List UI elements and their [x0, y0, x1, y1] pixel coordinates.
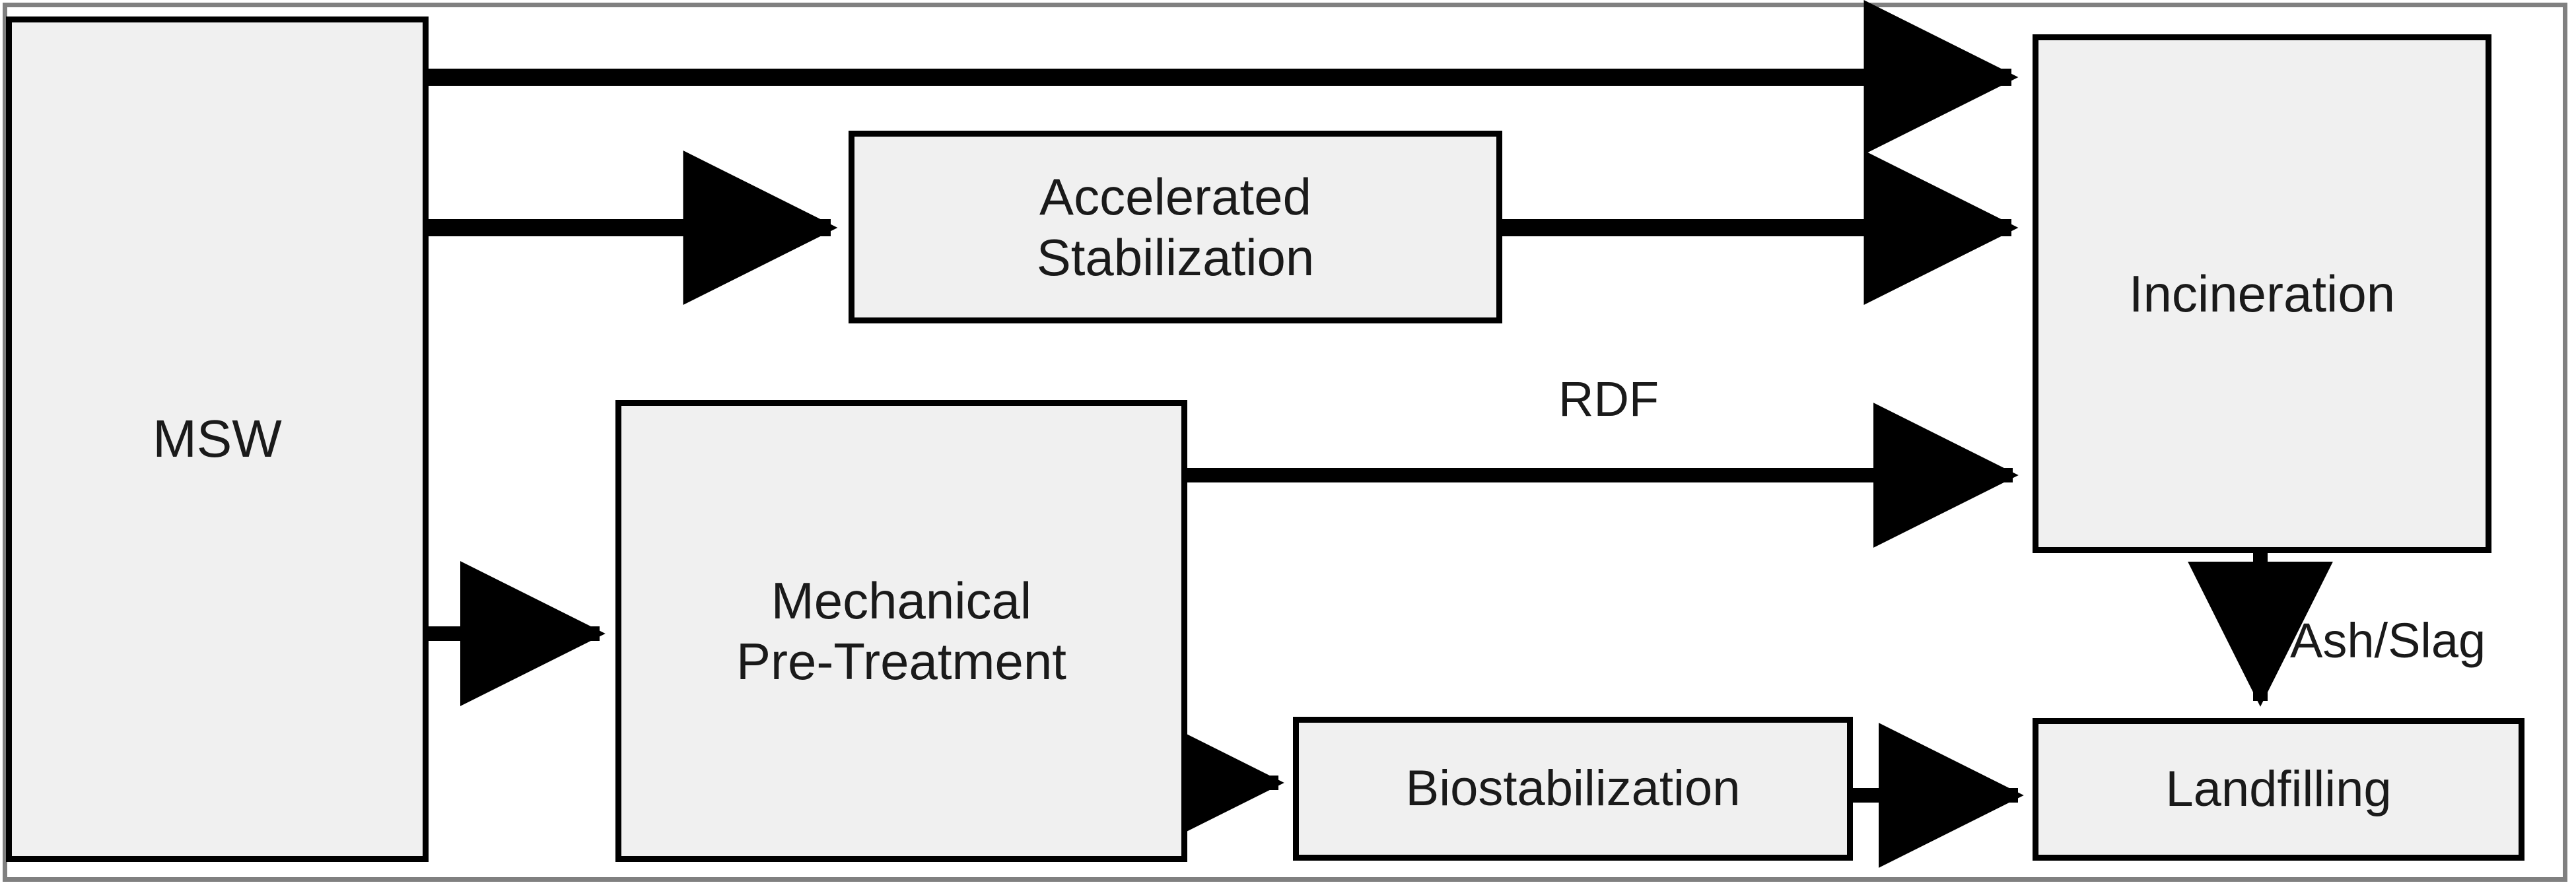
- node-landfilling[interactable]: Landfilling: [2033, 718, 2524, 861]
- node-accelerated-stabilization[interactable]: Accelerated Stabilization: [849, 131, 1502, 323]
- node-msw[interactable]: MSW: [6, 17, 429, 862]
- node-landfilling-label: Landfilling: [2165, 761, 2392, 818]
- node-incineration-label: Incineration: [2128, 264, 2396, 323]
- node-mechanical-pre-treatment[interactable]: Mechanical Pre-Treatment: [615, 400, 1187, 862]
- node-accelerated-stabilization-label: Accelerated Stabilization: [1036, 167, 1315, 286]
- node-msw-label: MSW: [153, 409, 282, 469]
- node-incineration[interactable]: Incineration: [2033, 34, 2491, 553]
- node-biostabilization-label: Biostabilization: [1405, 760, 1741, 817]
- diagram-outer-frame: [3, 3, 2567, 882]
- edge-label-ash-slag: Ash/Slag: [2290, 613, 2486, 668]
- node-biostabilization[interactable]: Biostabilization: [1293, 717, 1853, 861]
- edge-label-rdf: RDF: [1558, 372, 1659, 426]
- node-mechanical-pre-treatment-label: Mechanical Pre-Treatment: [736, 571, 1066, 690]
